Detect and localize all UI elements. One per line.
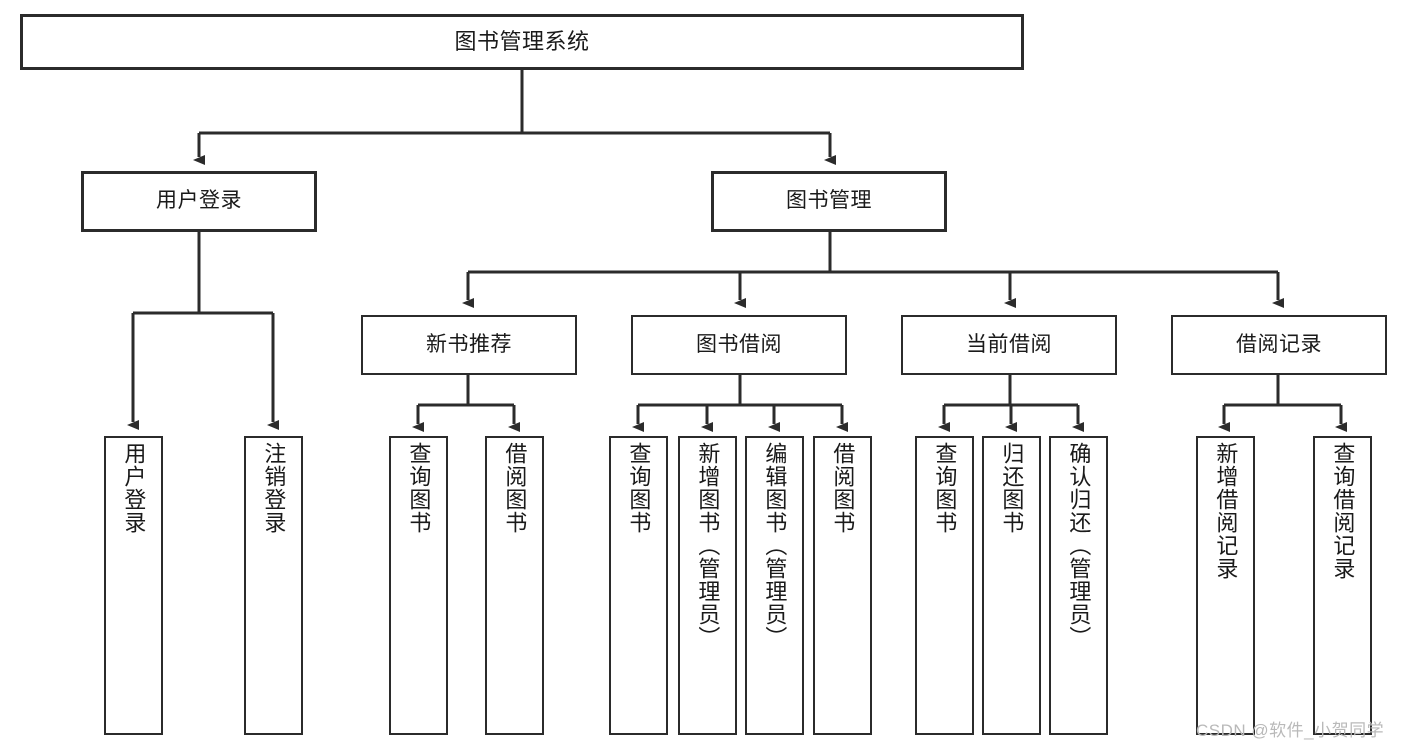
node-label: 借阅记录 [1236, 332, 1322, 356]
leaf-label: 新增图书（管理员） [695, 442, 721, 649]
leaf-user-login-signout[interactable]: 注销登录 [244, 436, 303, 735]
node-label: 新书推荐 [426, 332, 512, 356]
node-borrow-record[interactable]: 借阅记录 [1171, 315, 1387, 375]
leaf-label: 查询图书 [626, 442, 652, 534]
leaf-current-return-book[interactable]: 归还图书 [982, 436, 1041, 735]
node-label: 当前借阅 [966, 332, 1052, 356]
node-label: 图书借阅 [696, 332, 782, 356]
leaf-recommend-borrow-book[interactable]: 借阅图书 [485, 436, 544, 735]
node-label: 图书管理 [786, 189, 872, 213]
leaf-label: 查询借阅记录 [1330, 442, 1356, 580]
leaf-label: 查询图书 [932, 442, 958, 534]
node-label: 图书管理系统 [454, 29, 590, 55]
leaf-label: 借阅图书 [502, 442, 528, 534]
leaf-record-query-borrow-record[interactable]: 查询借阅记录 [1313, 436, 1372, 735]
leaf-label: 用户登录 [121, 442, 147, 534]
leaf-label: 注销登录 [261, 442, 287, 534]
csdn-watermark: CSDN @软件_小贺同学 [1196, 721, 1385, 740]
leaf-record-add-borrow-record[interactable]: 新增借阅记录 [1196, 436, 1255, 735]
node-book-management[interactable]: 图书管理 [711, 171, 947, 232]
leaf-label: 确认归还（管理员） [1066, 442, 1092, 649]
node-root-book-management-system[interactable]: 图书管理系统 [20, 14, 1024, 70]
node-new-book-recommend[interactable]: 新书推荐 [361, 315, 577, 375]
leaf-borrow-query-book[interactable]: 查询图书 [609, 436, 668, 735]
leaf-user-login-signin[interactable]: 用户登录 [104, 436, 163, 735]
leaf-current-query-book[interactable]: 查询图书 [915, 436, 974, 735]
leaf-label: 归还图书 [999, 442, 1025, 534]
node-user-login[interactable]: 用户登录 [81, 171, 317, 232]
leaf-label: 新增借阅记录 [1213, 442, 1239, 580]
node-label: 用户登录 [156, 189, 242, 213]
leaf-borrow-edit-book-admin[interactable]: 编辑图书（管理员） [745, 436, 804, 735]
node-current-borrow[interactable]: 当前借阅 [901, 315, 1117, 375]
node-book-borrow[interactable]: 图书借阅 [631, 315, 847, 375]
leaf-current-confirm-return-admin[interactable]: 确认归还（管理员） [1049, 436, 1108, 735]
leaf-recommend-query-book[interactable]: 查询图书 [389, 436, 448, 735]
leaf-label: 查询图书 [406, 442, 432, 534]
leaf-label: 编辑图书（管理员） [762, 442, 788, 649]
leaf-label: 借阅图书 [830, 442, 856, 534]
leaf-borrow-borrow-book[interactable]: 借阅图书 [813, 436, 872, 735]
leaf-borrow-add-book-admin[interactable]: 新增图书（管理员） [678, 436, 737, 735]
